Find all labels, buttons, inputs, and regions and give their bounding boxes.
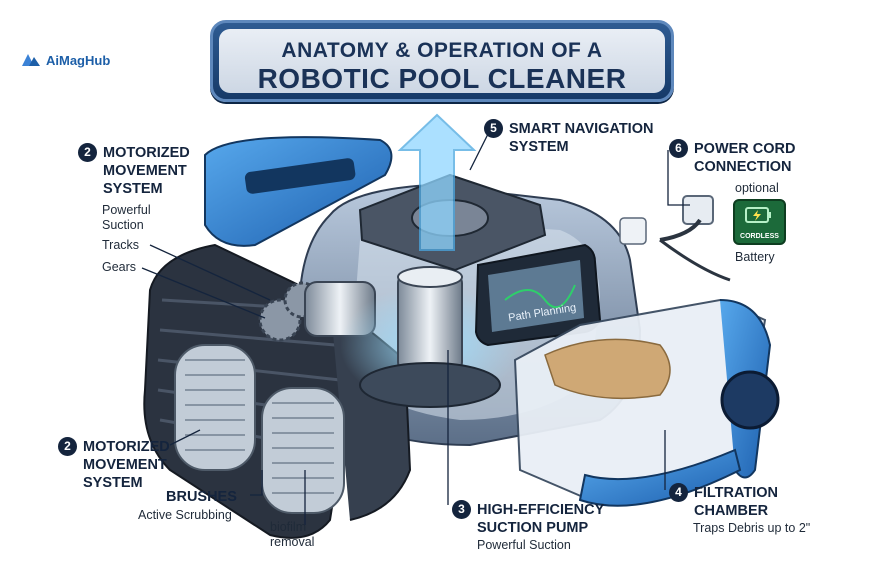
suction-pump	[340, 266, 520, 408]
callout-title: MOVEMENT	[103, 163, 187, 179]
brushes-detail: Active Scrubbing	[138, 508, 232, 522]
callout-number: 5	[484, 119, 503, 138]
detail-line: Suction	[102, 218, 144, 232]
callout-motorized-top: 2 MOTORIZED MOVEMENT SYSTEM	[78, 143, 190, 198]
power-cord	[619, 195, 731, 282]
gears-label: Gears	[102, 260, 137, 274]
callout-motorized-bottom: 2 MOTORIZED MOVEMENT SYSTEM	[58, 437, 170, 492]
detail-line: removal	[270, 535, 315, 549]
optional-label: optional	[735, 181, 779, 195]
callout-navigation: 5 SMART NAVIGATION SYSTEM	[484, 119, 653, 156]
callout-title: MOTORIZED	[103, 145, 190, 161]
biofilm-label: biofilm removal	[270, 520, 314, 550]
brush-rollers	[174, 344, 345, 514]
suction-detail: Powerful Suction	[477, 538, 571, 552]
brand-logo: AiMagHub	[20, 52, 110, 68]
detail-line: Powerful	[102, 203, 151, 217]
title-line-1: ANATOMY & OPERATION OF A	[281, 39, 603, 62]
title-banner: ANATOMY & OPERATION OF A ROBOTIC POOL CL…	[210, 20, 674, 102]
callout-title: SYSTEM	[509, 139, 569, 155]
callout-title: CHAMBER	[694, 503, 769, 519]
callout-suction-pump: 3 HIGH-EFFICIENCY SUCTION PUMP	[452, 500, 604, 537]
cordless-badge-text: CORDLESS	[740, 233, 779, 240]
callout-title: SYSTEM	[103, 181, 163, 197]
callout-title: MOTORIZED	[83, 439, 170, 455]
brand-logo-icon	[22, 54, 40, 66]
callout-number: 3	[452, 500, 471, 519]
callout-title: CONNECTION	[694, 159, 792, 175]
leader-lines	[141, 129, 690, 525]
motorized-detail: Powerful Suction	[102, 203, 151, 233]
callout-power: 6 POWER CORD CONNECTION	[669, 139, 796, 176]
filtration-detail: Traps Debris up to 2"	[693, 521, 811, 535]
callout-filtration: 4 FILTRATION CHAMBER	[669, 483, 778, 520]
callout-title: SMART NAVIGATION	[509, 121, 654, 137]
callout-number: 4	[669, 483, 688, 502]
callout-title: POWER CORD	[694, 141, 796, 157]
callout-number: 2	[78, 143, 97, 162]
cordless-badge: CORDLESS	[733, 199, 786, 245]
tracks-label: Tracks	[102, 238, 140, 252]
top-cover	[204, 136, 393, 247]
brushes-title: BRUSHES	[166, 489, 237, 505]
callout-title: HIGH-EFFICIENCY	[477, 502, 605, 518]
title-line-2: ROBOTIC POOL CLEANER	[257, 63, 627, 94]
navigation-screen	[474, 243, 602, 347]
battery-label: Battery	[735, 250, 775, 264]
brand-logo-text: AiMagHub	[46, 52, 111, 68]
callout-title: MOVEMENT	[83, 457, 167, 473]
detail-line: biofilm	[270, 520, 307, 534]
water-flow-arrow	[397, 113, 477, 251]
filtration-chamber	[513, 298, 780, 507]
callout-number: 6	[669, 139, 688, 158]
callout-title: FILTRATION	[694, 485, 779, 501]
battery-icon	[745, 207, 771, 223]
callout-title: SUCTION PUMP	[477, 520, 589, 536]
callout-number: 2	[58, 437, 77, 456]
callout-title: SYSTEM	[83, 475, 143, 491]
